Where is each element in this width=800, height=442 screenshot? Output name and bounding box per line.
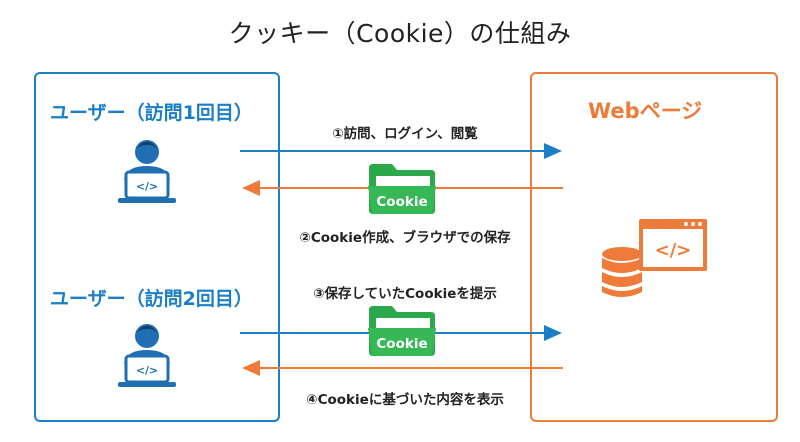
cookie-folder-icon: Cookie bbox=[368, 306, 436, 356]
code-window-icon: </> bbox=[639, 219, 707, 271]
user-visit1-label: ユーザー（訪問1回目） bbox=[50, 102, 253, 124]
cookie-folder-label: Cookie bbox=[376, 194, 427, 210]
user-computer-icon: </> bbox=[118, 140, 176, 203]
cookie-folder-icon: Cookie bbox=[368, 164, 436, 214]
svg-text:</>: </> bbox=[655, 240, 692, 261]
svg-text:</>: </> bbox=[136, 180, 158, 193]
cookie-folder-label: Cookie bbox=[376, 336, 427, 352]
step3-label: ③保存していたCookieを提示 bbox=[313, 286, 497, 302]
step4-label: ④Cookieに基づいた内容を表示 bbox=[306, 392, 504, 408]
diagram-title: クッキー（Cookie）の仕組み bbox=[228, 19, 572, 48]
svg-text:</>: </> bbox=[136, 364, 158, 377]
step1-label: ①訪問、ログイン、閲覧 bbox=[332, 126, 478, 142]
step2-label: ②Cookie作成、ブラウザでの保存 bbox=[299, 230, 511, 246]
database-icon bbox=[602, 247, 642, 297]
webpage-label: Webページ bbox=[588, 99, 703, 123]
user-computer-icon: </> bbox=[118, 324, 176, 387]
user-visit2-label: ユーザー（訪問2回目） bbox=[50, 288, 253, 310]
